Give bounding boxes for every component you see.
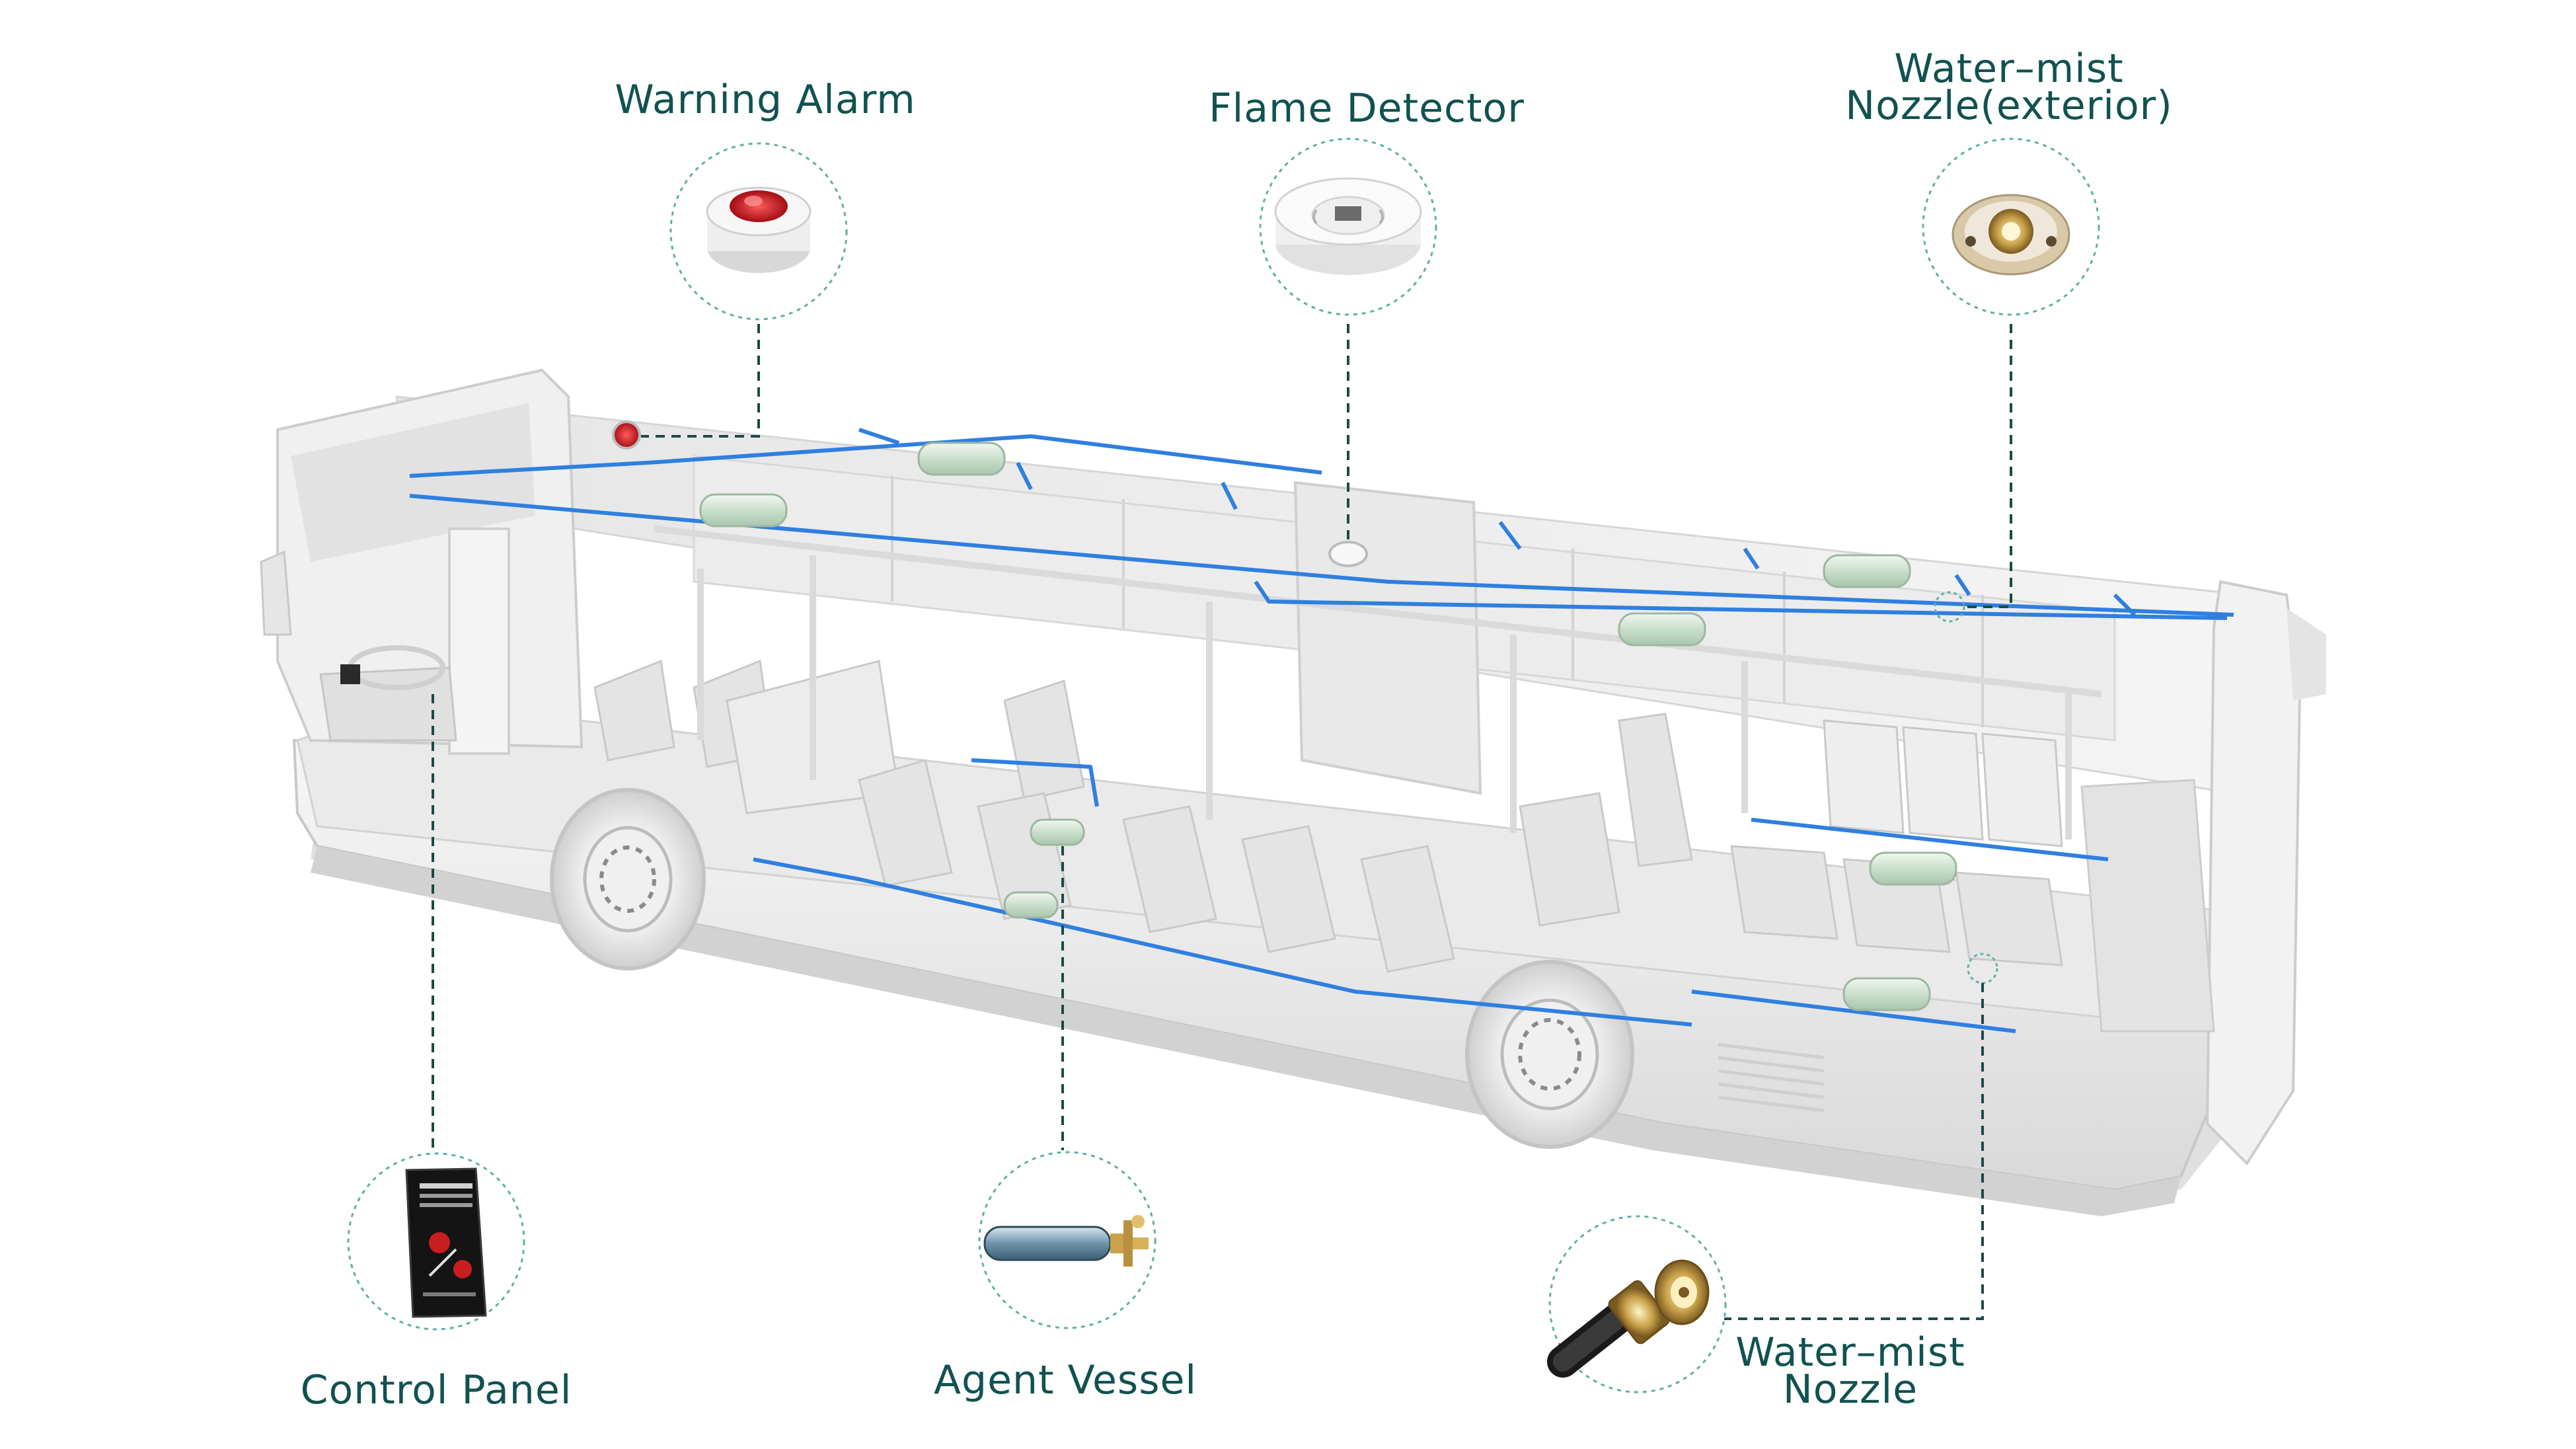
bus-alarm-icon — [612, 420, 641, 450]
warning-alarm-label: Warning Alarm — [615, 78, 915, 122]
control-panel-label: Control Panel — [301, 1368, 572, 1412]
seats — [593, 659, 2063, 973]
bus-control-panel-icon — [340, 664, 360, 684]
exterior-nozzle-label: Water–mist Nozzle(exterior) — [1845, 46, 2173, 129]
water-mist-nozzle-text-line1: Water–mist — [1735, 1329, 1965, 1376]
front-wheel — [550, 788, 706, 970]
warning-alarm-icon — [706, 186, 812, 273]
rear-wheel — [1465, 960, 1634, 1149]
control-panel-text: Control Panel — [300, 1367, 572, 1413]
exterior-nozzle-text-line1: Water–mist — [1894, 46, 2124, 92]
water-mist-nozzle-icon — [1547, 1259, 1710, 1378]
leader-lines — [432, 324, 2012, 1320]
flame-detector-label: Flame Detector — [1209, 87, 1525, 130]
agent-vessel-text: Agent Vessel — [933, 1357, 1197, 1403]
control-panel-icon — [405, 1167, 487, 1318]
bus-exterior-nozzle-marker — [1934, 591, 1965, 623]
agent-vessel-icon — [983, 1215, 1149, 1267]
water-mist-nozzle-label: Water–mist Nozzle — [1735, 1329, 1965, 1413]
exterior-nozzle-icon — [1951, 194, 2070, 276]
agent-vessel-label: Agent Vessel — [934, 1358, 1197, 1402]
flame-detector-text: Flame Detector — [1209, 85, 1525, 132]
warning-alarm-text: Warning Alarm — [615, 77, 916, 123]
bus-vessels — [699, 442, 1957, 1011]
exterior-nozzle-text-line2: Nozzle(exterior) — [1845, 83, 2173, 129]
flame-detector-icon — [1274, 177, 1422, 275]
handrails — [654, 526, 2102, 840]
water-mist-nozzle-text-line2: Nozzle — [1782, 1366, 1918, 1413]
bus-flame-detector-icon — [1328, 541, 1368, 567]
